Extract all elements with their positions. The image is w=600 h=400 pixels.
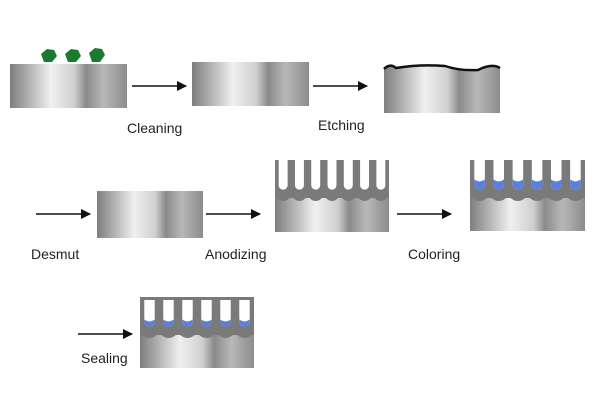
pore xyxy=(327,160,337,190)
dirt-particle xyxy=(89,48,105,62)
dye-fill xyxy=(493,179,505,190)
barrier-scallop xyxy=(470,196,490,201)
barrier-scallop xyxy=(159,333,178,338)
step-coloring xyxy=(470,160,585,231)
label-etching: Etching xyxy=(318,117,365,133)
pore xyxy=(376,160,386,190)
label-sealing: Sealing xyxy=(81,350,128,366)
pore xyxy=(163,297,174,327)
pore xyxy=(201,297,212,327)
barrier-scallop xyxy=(275,196,292,201)
dye-fill xyxy=(144,319,155,327)
barrier-scallop xyxy=(216,333,235,338)
barrier-scallop xyxy=(527,196,547,201)
barrier-scallop xyxy=(323,196,341,201)
pore xyxy=(239,297,250,327)
barrier-scallop xyxy=(307,196,324,201)
dirt-particle xyxy=(65,49,81,62)
seal-layer xyxy=(140,297,254,300)
pore xyxy=(360,160,370,190)
pore xyxy=(278,160,288,190)
label-anodizing: Anodizing xyxy=(205,246,267,262)
barrier-scallop xyxy=(356,196,373,201)
barrier-scallop xyxy=(372,196,389,201)
barrier-scallop xyxy=(489,196,509,201)
dye-fill xyxy=(550,179,562,190)
oxide-layer xyxy=(470,160,585,198)
barrier-scallop xyxy=(235,333,254,338)
barrier-scallop xyxy=(508,196,528,201)
pore xyxy=(220,297,231,327)
metal-block-desmut xyxy=(97,191,203,238)
label-desmut: Desmut xyxy=(31,246,80,262)
pore xyxy=(343,160,353,190)
dye-fill xyxy=(512,179,524,190)
dye-fill xyxy=(163,319,174,327)
dye-fill xyxy=(570,179,581,190)
dye-fill xyxy=(239,319,250,327)
pore xyxy=(311,160,321,190)
dirt-particle xyxy=(41,49,57,62)
dye-fill xyxy=(182,319,193,327)
barrier-scallop xyxy=(546,196,566,201)
label-cleaning: Cleaning xyxy=(127,120,183,136)
etched-edge xyxy=(383,64,501,72)
step-etching xyxy=(383,64,501,113)
step-sealing xyxy=(140,297,254,368)
barrier-scallop xyxy=(291,196,308,201)
dye-fill xyxy=(474,179,485,190)
label-coloring: Coloring xyxy=(408,246,461,262)
pore xyxy=(182,297,193,327)
metal-block xyxy=(10,64,127,108)
metal-block-clean xyxy=(192,62,309,106)
barrier-scallop xyxy=(178,333,197,338)
barrier-scallop xyxy=(140,333,159,338)
barrier-scallop xyxy=(197,333,216,338)
step-anodizing xyxy=(275,160,389,232)
metal-block-etched xyxy=(384,65,500,113)
oxide-layer xyxy=(140,297,254,335)
dye-fill xyxy=(220,319,231,327)
barrier-scallop xyxy=(565,196,585,201)
pore xyxy=(294,160,304,190)
pore xyxy=(144,297,155,327)
barrier-scallop xyxy=(340,196,357,201)
step-initial xyxy=(10,48,127,108)
dye-fill xyxy=(531,179,543,190)
dye-fill xyxy=(201,319,212,327)
